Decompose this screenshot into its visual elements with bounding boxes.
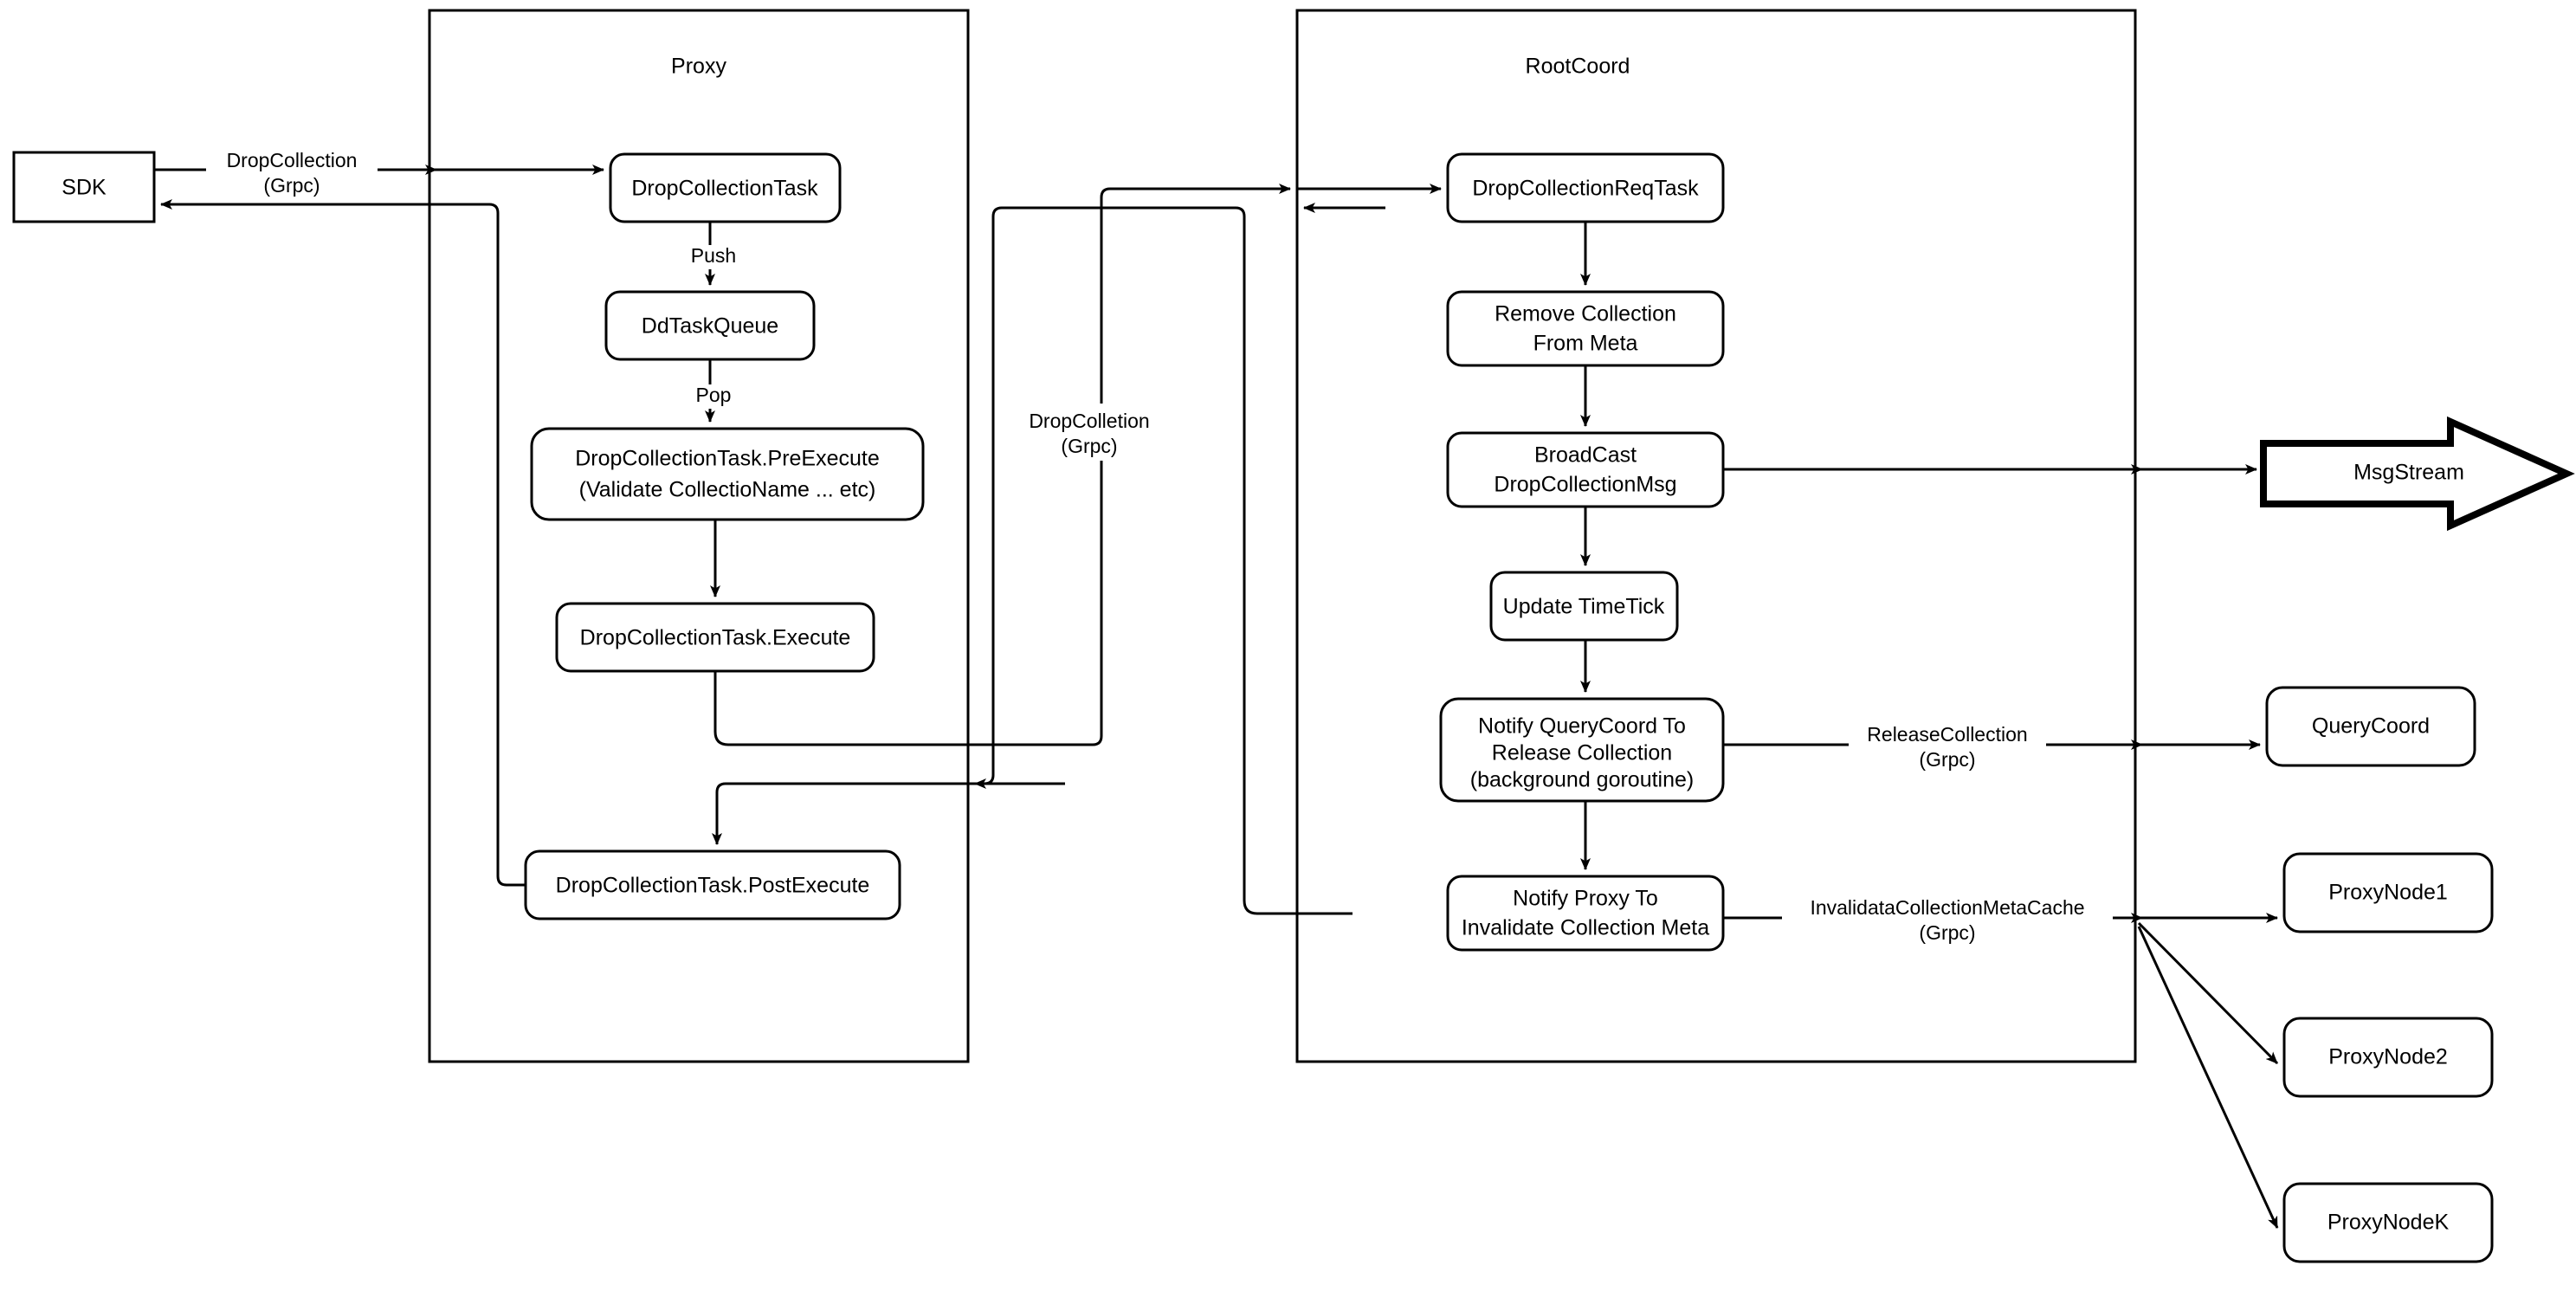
proxynode2-label: ProxyNode2 (2328, 1045, 2448, 1069)
post-execute-label: DropCollectionTask.PostExecute (556, 874, 870, 898)
post-execute-box[interactable] (524, 849, 901, 920)
querycoord-box[interactable] (2265, 686, 2476, 767)
node-pre-execute[interactable]: DropCollectionTask.PreExecute (Validate … (530, 427, 925, 521)
proxy-container-rect (428, 9, 970, 1063)
node-proxynode2[interactable]: ProxyNode2 (2282, 1017, 2494, 1098)
node-querycoord[interactable]: QueryCoord (2265, 686, 2476, 767)
notify-querycoord-box[interactable] (1439, 697, 1725, 803)
edge-label-bg-0 (206, 143, 378, 200)
pre-execute-box[interactable] (530, 427, 925, 521)
edge-execute-to-rootcoord (713, 184, 1291, 746)
broadcast-label-line2: DropCollectionMsg (1494, 473, 1676, 497)
update-timetick-box[interactable] (1489, 571, 1679, 642)
node-notify-querycoord[interactable]: Notify QueryCoord To Release Collection … (1439, 697, 1725, 803)
broadcast-drop-collection-msg-box[interactable] (1446, 431, 1725, 508)
edge-label-proxy-to-rootcoord: DropColletion (Grpc) (1011, 404, 1169, 461)
remove-collection-from-meta-label-line1: Remove Collection (1495, 302, 1676, 326)
proxynode1-label: ProxyNode1 (2328, 881, 2448, 905)
edge-label-sdk-to-proxy: DropCollection (Grpc) (206, 143, 378, 200)
edge-label-sdk-line1: DropCollection (227, 149, 358, 171)
container-proxy: Proxy (428, 9, 970, 1063)
edge-label-push-text: Push (691, 244, 736, 267)
node-remove-collection-from-meta[interactable]: Remove Collection From Meta (1446, 290, 1725, 367)
edge-post-execute-to-sdk (160, 199, 526, 887)
node-notify-proxy[interactable]: Notify Proxy To Invalidate Collection Me… (1446, 875, 1725, 952)
notify-proxy-box[interactable] (1446, 875, 1725, 952)
edge-label-pop-text: Pop (696, 384, 732, 406)
msgstream-label: MsgStream (2353, 461, 2464, 485)
sdk-box[interactable] (12, 151, 156, 223)
node-update-timetick[interactable]: Update TimeTick (1489, 571, 1679, 642)
node-sdk[interactable]: SDK (12, 151, 156, 223)
broadcast-label-line1: BroadCast (1534, 443, 1637, 468)
container-rootcoord: RootCoord (1295, 9, 2137, 1063)
remove-collection-from-meta-label-line2: From Meta (1533, 332, 1638, 356)
execute-box[interactable] (555, 602, 875, 673)
edge-label-invalidate-cache: InvalidataCollectionMetaCache (Grpc) (1782, 890, 2113, 947)
notify-proxy-label-line1: Notify Proxy To (1513, 887, 1658, 911)
proxynode2-box[interactable] (2282, 1017, 2494, 1098)
node-proxynode1[interactable]: ProxyNode1 (2282, 852, 2494, 933)
edge-label-sdk-line2: (Grpc) (263, 174, 320, 197)
proxynodek-box[interactable] (2282, 1182, 2494, 1263)
node-drop-collection-task[interactable]: DropCollectionTask (609, 152, 842, 223)
node-drop-collection-req-task[interactable]: DropCollectionReqTask (1446, 152, 1725, 223)
edge-label-dropcolletion-line2: (Grpc) (1061, 435, 1117, 457)
dd-task-queue-label: DdTaskQueue (642, 314, 778, 339)
drop-collection-req-task-box[interactable] (1446, 152, 1725, 223)
node-proxynodek[interactable]: ProxyNodeK (2282, 1182, 2494, 1263)
proxynode1-box[interactable] (2282, 852, 2494, 933)
drop-collection-task-box[interactable] (609, 152, 842, 223)
edge-label-release-collection: ReleaseCollection (Grpc) (1849, 717, 2046, 774)
update-timetick-label: Update TimeTick (1503, 595, 1665, 619)
edge-label-invalidate-line2: (Grpc) (1919, 921, 1975, 944)
node-post-execute[interactable]: DropCollectionTask.PostExecute (524, 849, 901, 920)
proxy-container-title: Proxy (671, 55, 726, 79)
sdk-label: SDK (61, 176, 107, 200)
node-broadcast-drop-collection-msg[interactable]: BroadCast DropCollectionMsg (1446, 431, 1725, 508)
notify-querycoord-label-line1: Notify QueryCoord To (1478, 714, 1686, 739)
notify-querycoord-label-line3: (background goroutine) (1470, 768, 1695, 792)
edge-label-bg-2 (689, 384, 739, 409)
edge-to-proxynode2 (2137, 921, 2279, 1065)
edge-label-bg-1 (684, 245, 743, 269)
edge-label-push: Push (684, 244, 743, 269)
edge-label-release-line2: (Grpc) (1919, 748, 1975, 771)
querycoord-label: QueryCoord (2312, 714, 2430, 739)
edge-label-dropcolletion-line1: DropColletion (1029, 410, 1149, 432)
remove-collection-from-meta-box[interactable] (1446, 290, 1725, 367)
node-execute[interactable]: DropCollectionTask.Execute (555, 602, 875, 673)
edge-label-release-line1: ReleaseCollection (1867, 723, 2027, 746)
notify-proxy-label-line2: Invalidate Collection Meta (1462, 916, 1709, 940)
edge-label-invalidate-line1: InvalidataCollectionMetaCache (1810, 896, 2084, 919)
notify-querycoord-label-line2: Release Collection (1492, 741, 1672, 765)
edge-rootcoord-return-to-post-execute (712, 206, 1353, 915)
drop-collection-task-label: DropCollectionTask (631, 177, 818, 201)
rootcoord-container-title: RootCoord (1526, 55, 1630, 79)
edge-label-bg-5 (1782, 890, 2113, 947)
dd-task-queue-box[interactable] (604, 290, 816, 361)
node-dd-task-queue[interactable]: DdTaskQueue (604, 290, 816, 361)
edge-label-bg-3 (1011, 404, 1169, 461)
msgstream-arrow-shape[interactable] (2260, 416, 2575, 532)
rootcoord-container-rect (1295, 9, 2137, 1063)
execute-label: DropCollectionTask.Execute (580, 626, 851, 650)
pre-execute-label-line2: (Validate CollectioName ... etc) (579, 478, 876, 502)
drop-collection-req-task-label: DropCollectionReqTask (1472, 177, 1699, 201)
edge-to-proxynodek (2137, 926, 2279, 1229)
pre-execute-label-line1: DropCollectionTask.PreExecute (575, 447, 880, 471)
proxynodek-label: ProxyNodeK (2327, 1211, 2450, 1235)
edge-label-bg-4 (1849, 717, 2046, 774)
node-msgstream[interactable]: MsgStream (2260, 416, 2575, 532)
edge-label-pop: Pop (689, 384, 739, 409)
